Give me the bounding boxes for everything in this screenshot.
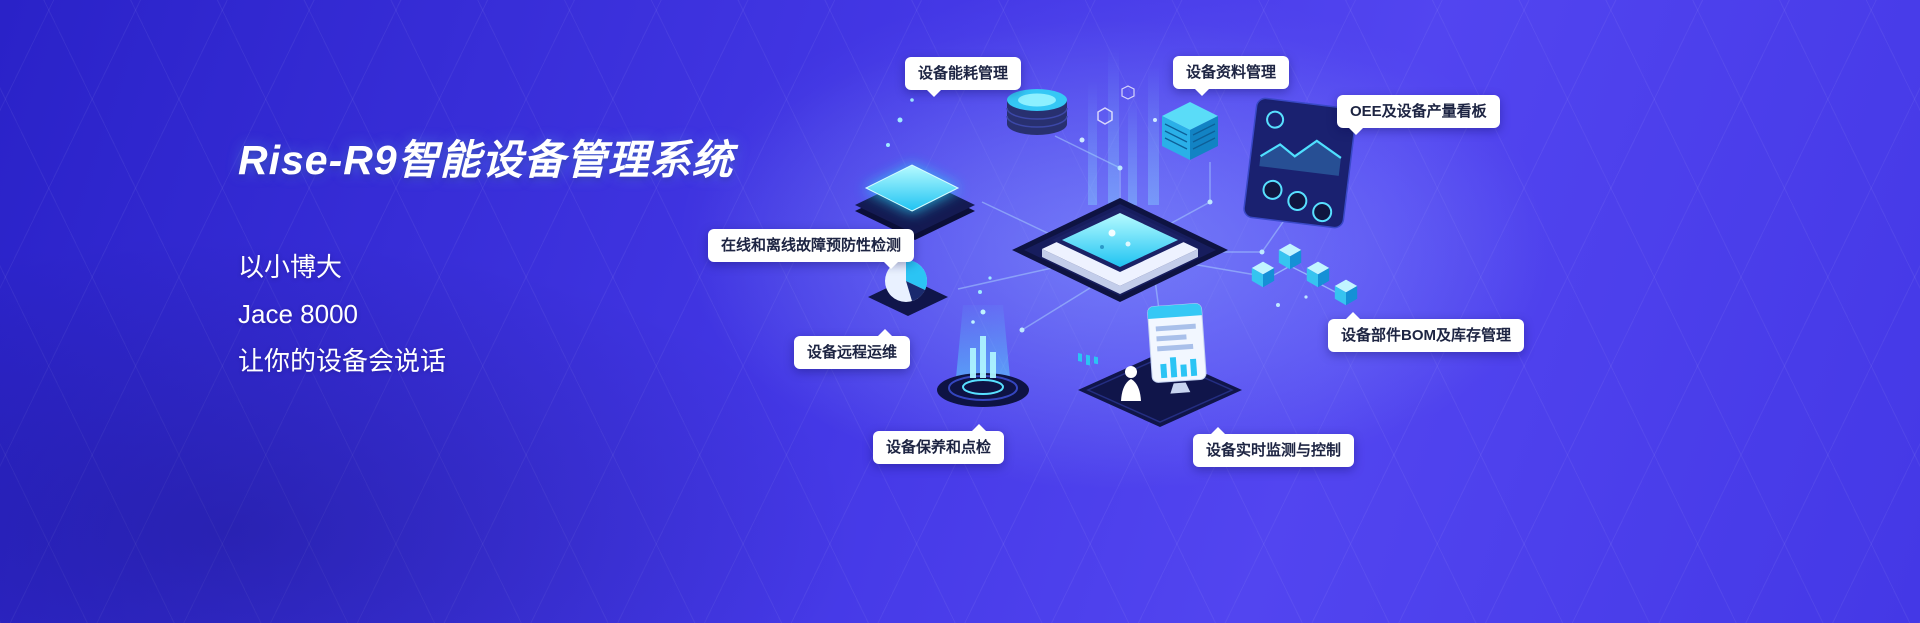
glowing-screen-icon (855, 164, 975, 240)
subtitle-line-2: Jace 8000 (238, 299, 358, 329)
system-illustration (650, 0, 1570, 560)
subtitle-line-3: 让你的设备会说话 (238, 346, 447, 376)
callout-oee: OEE及设备产量看板 (1337, 95, 1500, 135)
hero-subtitle: 以小博大 Jace 8000 让你的设备会说话 (238, 244, 734, 385)
callout-maintenance-label: 设备保养和点检 (886, 439, 992, 456)
dashboard-panel-icon (1243, 97, 1357, 229)
callout-fault-detection-label: 在线和离线故障预防性检测 (721, 237, 902, 254)
central-controller-icon (1012, 198, 1228, 366)
callout-documents: 设备资料管理 (1173, 56, 1290, 96)
person-figure (1121, 366, 1141, 401)
callout-fault-detection: 在线和离线故障预防性检测 (708, 229, 915, 269)
server-stack-icon (1162, 102, 1218, 160)
callout-monitoring: 设备实时监测与控制 (1193, 427, 1355, 467)
callout-maintenance: 设备保养和点检 (873, 424, 1005, 464)
callout-monitoring-label: 设备实时监测与控制 (1206, 442, 1342, 459)
callout-remote-ops: 设备远程运维 (794, 329, 911, 369)
light-beams (1088, 45, 1159, 205)
callout-energy: 设备能耗管理 (905, 57, 1022, 97)
callout-documents-label: 设备资料管理 (1186, 64, 1277, 81)
linked-cubes-icon (1251, 243, 1358, 307)
callout-bom-inventory-label: 设备部件BOM及库存管理 (1341, 327, 1511, 344)
system-illustration-svg (690, 20, 1550, 490)
callout-bom-inventory: 设备部件BOM及库存管理 (1328, 312, 1524, 352)
subtitle-line-1: 以小博大 (238, 252, 343, 282)
pie-chart-icon (868, 259, 948, 316)
database-cylinder-icon (1006, 89, 1068, 135)
callout-energy-label: 设备能耗管理 (918, 65, 1009, 82)
callout-remote-ops-label: 设备远程运维 (807, 344, 898, 361)
hero-text-block: Rise-R9智能设备管理系统 以小博大 Jace 8000 让你的设备会说话 (238, 126, 734, 385)
hologram-projector-icon (937, 305, 1029, 407)
page-title: Rise-R9智能设备管理系统 (238, 137, 734, 183)
monitor-with-person-icon (1078, 303, 1242, 427)
floating-particles (886, 85, 1157, 294)
callout-oee-label: OEE及设备产量看板 (1350, 103, 1487, 120)
